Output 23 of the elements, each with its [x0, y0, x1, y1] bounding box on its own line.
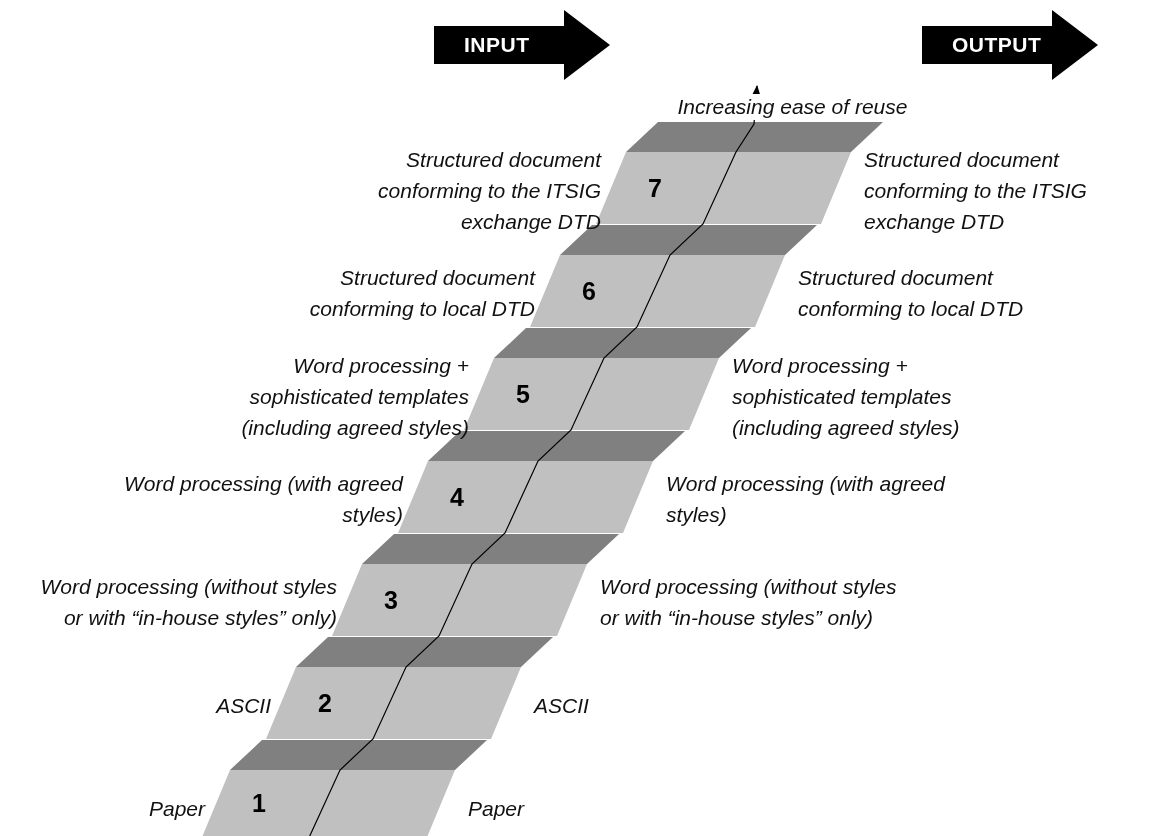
step-number: 3 [384, 585, 398, 615]
step-number: 5 [516, 379, 530, 409]
input-description: Word processing + sophisticated templates (including agreed styles) [240, 352, 469, 441]
step-number: 6 [582, 276, 596, 306]
output-description: ASCII [534, 692, 590, 719]
output-description: Structured document conforming to the ITSIG exchange DTD [864, 146, 1088, 235]
step-number: 2 [318, 688, 332, 718]
output-description: Paper [468, 795, 526, 822]
input-description: Paper [147, 795, 205, 822]
output-description: Word processing + sophisticated templates (including agreed styles) [732, 352, 961, 441]
output-description: Structured document conforming to local DTD [798, 265, 1025, 322]
input-description: Structured document conforming to local DTD [308, 265, 535, 322]
input-description: Word processing (with agreed styles) [123, 471, 403, 528]
block-arrow: OUTPUT [922, 10, 1098, 80]
output-description: Word processing (with agreed styles) [666, 471, 947, 528]
output-description: Word processing (without styles or with “in-house styles” only) [600, 574, 898, 631]
step-number: 4 [450, 482, 464, 512]
step-number: 1 [252, 788, 266, 818]
input-description: Word processing (without styles or with “in-house styles” only) [39, 574, 337, 631]
input-description: ASCII [214, 692, 271, 719]
input-description: Structured document conforming to the ITSIG exchange DTD [377, 146, 601, 235]
step-number: 7 [648, 173, 662, 203]
block-arrow: INPUT [434, 10, 610, 80]
